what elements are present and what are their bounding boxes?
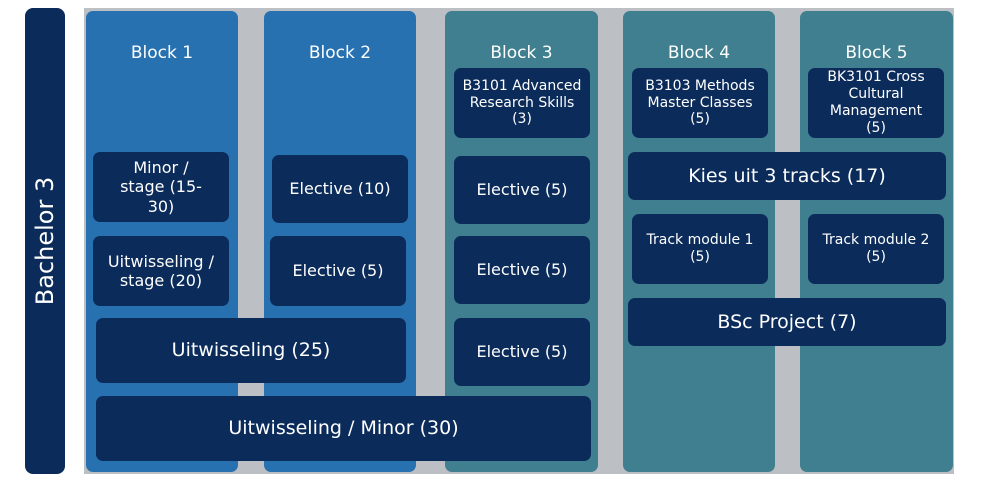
block-1-title: Block 1: [130, 43, 194, 63]
module-elective-b3-3: Elective (5): [454, 318, 590, 386]
module-b3103: B3103 Methods Master Classes (5): [632, 68, 768, 138]
module-uitwisseling-stage: Uitwisseling / stage (20): [93, 236, 229, 306]
module-elective-10: Elective (10): [272, 155, 408, 223]
module-kies-uit-3-tracks: Kies uit 3 tracks (17): [628, 152, 946, 200]
block-5-title: Block 5: [845, 43, 908, 63]
block-2-title: Block 2: [308, 43, 372, 63]
module-b3101: B3101 Advanced Research Skills (3): [454, 68, 590, 138]
module-elective-b3-2: Elective (5): [454, 236, 590, 304]
module-minor-stage: Minor / stage (15-30): [93, 152, 229, 222]
module-bsc-project: BSc Project (7): [628, 298, 946, 346]
block-4-title: Block 4: [667, 43, 731, 63]
module-track-2: Track module 2 (5): [808, 214, 944, 284]
module-uitwisseling-25: Uitwisseling (25): [96, 318, 406, 383]
year-label: Bachelor 3: [31, 176, 59, 306]
block-3-title: Block 3: [490, 43, 553, 63]
year-label-bar: Bachelor 3: [25, 8, 65, 474]
module-bk3101: BK3101 Cross Cultural Management (5): [808, 68, 944, 138]
module-track-1: Track module 1 (5): [632, 214, 768, 284]
module-uitwisseling-minor: Uitwisseling / Minor (30): [96, 396, 591, 461]
module-elective-b2-5: Elective (5): [270, 236, 406, 306]
module-elective-b3-1: Elective (5): [454, 156, 590, 224]
